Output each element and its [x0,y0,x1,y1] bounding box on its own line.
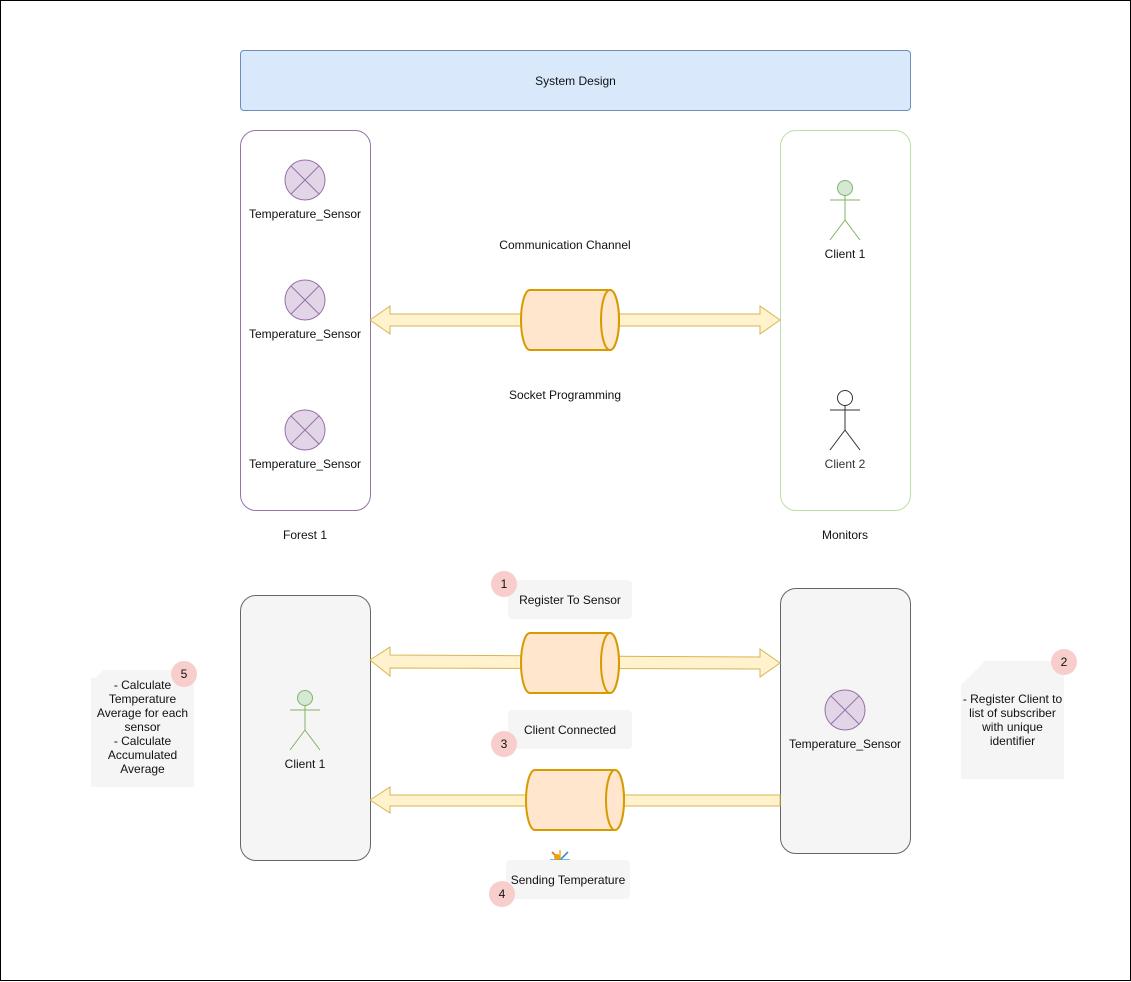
sensor-label: Temperature_Sensor [248,457,362,471]
step-1-badge: 1 [491,571,517,597]
sequence-client-label: Client 1 [284,757,326,771]
step-1-text: Register To Sensor [519,592,621,607]
step-3-badge: 3 [491,731,517,757]
title-text: System Design [535,73,616,88]
step-5-badge: 5 [171,661,197,687]
note-2-shape [961,661,1064,779]
step-4-text: Sending Temperature [510,872,626,887]
step-4-badge: 4 [489,881,515,907]
sending-channel-cylinder [525,769,625,831]
sensor-icon [284,279,326,321]
system-design-title: System Design [240,50,911,111]
step-3-client-connected: Client Connected [508,710,632,749]
client-1-actor-icon [829,180,861,241]
monitors-label: Monitors [821,528,868,542]
sensor-label: Temperature_Sensor [248,207,362,221]
sensor-label: Temperature_Sensor [248,327,362,341]
register-channel-cylinder [520,632,620,694]
communication-channel-label: Communication Channel [499,238,631,252]
sensor-icon [284,409,326,451]
step-2-badge: 2 [1051,649,1077,675]
step-3-text: Client Connected [523,722,617,737]
step-5-note: - Calculate Temperature Average for each… [91,678,194,776]
communication-channel-cylinder [520,289,620,351]
client-2-actor-icon [829,390,861,451]
sequence-sensor-icon [824,689,866,731]
step-1-register-to-sensor: Register To Sensor [508,580,632,619]
socket-programming-label: Socket Programming [508,388,622,402]
client-2-label: Client 2 [824,457,866,471]
step-4-sending-temperature: Sending Temperature [506,860,630,899]
step-2-note: - Register Client to list of subscriber … [962,692,1063,748]
sequence-client-actor-icon [289,690,321,751]
client-1-label: Client 1 [824,247,866,261]
sequence-sensor-label: Temperature_Sensor [788,737,902,751]
sensor-icon [284,159,326,201]
forest-label: Forest 1 [282,528,327,542]
